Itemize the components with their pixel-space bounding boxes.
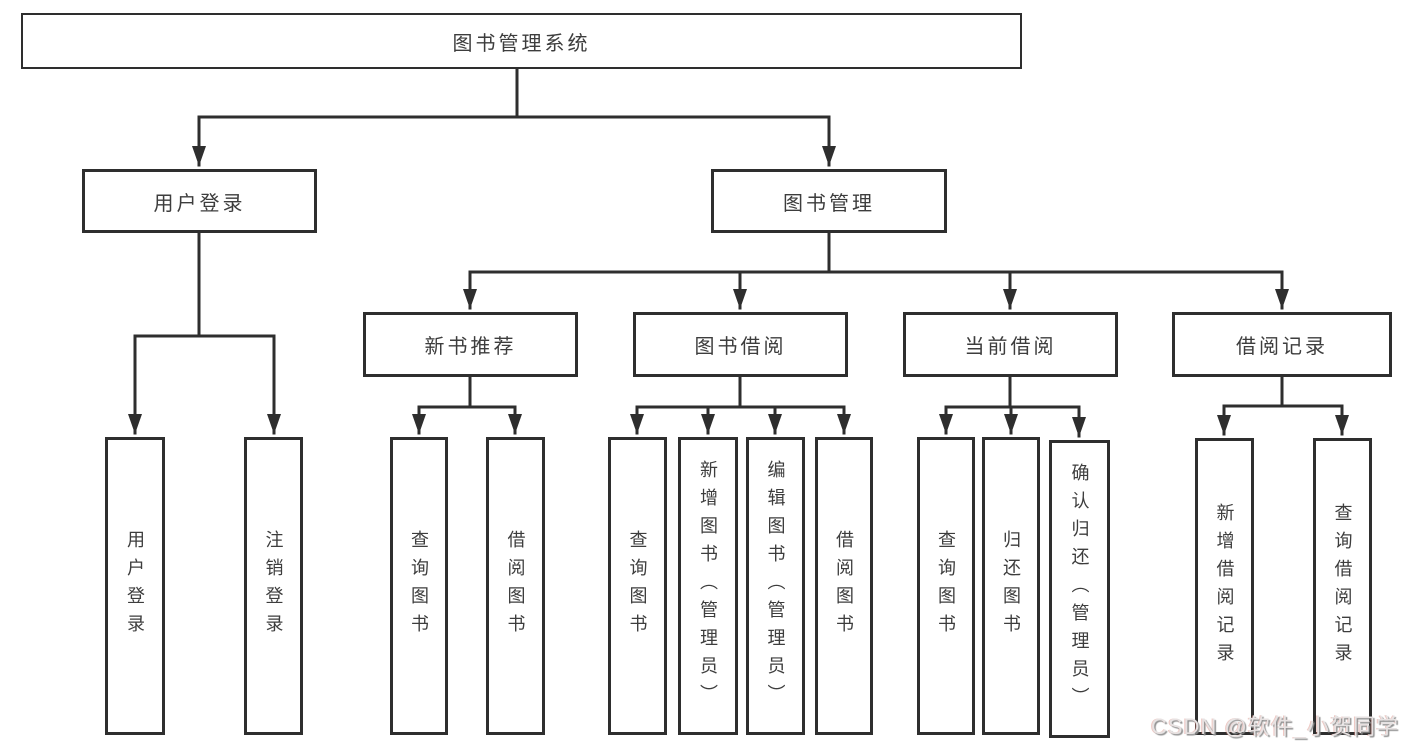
leaf-add-borrow-record: 新增借阅记录 [1195,438,1254,735]
node-label: 新增图书（管理员） [698,460,718,712]
node-new-book-recommend: 新书推荐 [363,312,578,377]
node-label: 新书推荐 [424,336,517,358]
leaf-user-login: 用户登录 [105,437,165,735]
leaf-query-books: 查询图书 [608,437,667,735]
leaf-edit-books-admin: 编辑图书（管理员） [746,437,805,735]
node-library-management-system: 图书管理系统 [21,13,1022,69]
node-label: 查询图书 [627,530,648,642]
leaf-query-books: 查询图书 [390,437,448,735]
node-label: 图书管理 [783,192,875,215]
node-book-borrowing: 图书借阅 [633,312,848,377]
node-label: 图书管理系统 [452,32,591,55]
leaf-logout: 注销登录 [244,437,303,735]
leaf-query-books: 查询图书 [917,437,975,735]
node-label: 确认归还（管理员） [1069,463,1090,715]
node-borrowing-records: 借阅记录 [1172,312,1392,377]
csdn-watermark: CSDN @软件_小贺同学 [1150,714,1399,739]
leaf-query-borrow-record: 查询借阅记录 [1313,438,1372,735]
node-label: 借阅图书 [505,530,526,642]
node-current-borrowing: 当前借阅 [903,312,1118,377]
node-label: 注销登录 [263,530,284,642]
leaf-borrow-books: 借阅图书 [815,437,873,735]
node-label: 编辑图书（管理员） [765,460,786,712]
node-user-login: 用户登录 [82,169,317,233]
node-label: 当前借阅 [964,336,1057,358]
node-label: 用户登录 [153,192,246,215]
node-label: 借阅记录 [1236,336,1328,358]
leaf-confirm-return-admin: 确认归还（管理员） [1049,440,1110,738]
node-label: 归还图书 [1001,530,1021,642]
leaf-add-books-admin: 新增图书（管理员） [678,437,738,735]
node-label: 图书借阅 [694,336,787,358]
node-label: 用户登录 [125,530,145,642]
node-label: 新增借阅记录 [1214,502,1235,671]
node-label: 查询借阅记录 [1332,502,1353,671]
leaf-return-books: 归还图书 [982,437,1040,735]
node-book-management: 图书管理 [711,169,947,233]
leaf-borrow-books: 借阅图书 [486,437,545,735]
node-label: 查询图书 [936,530,956,642]
node-label: 查询图书 [409,530,429,642]
node-label: 借阅图书 [834,530,854,642]
